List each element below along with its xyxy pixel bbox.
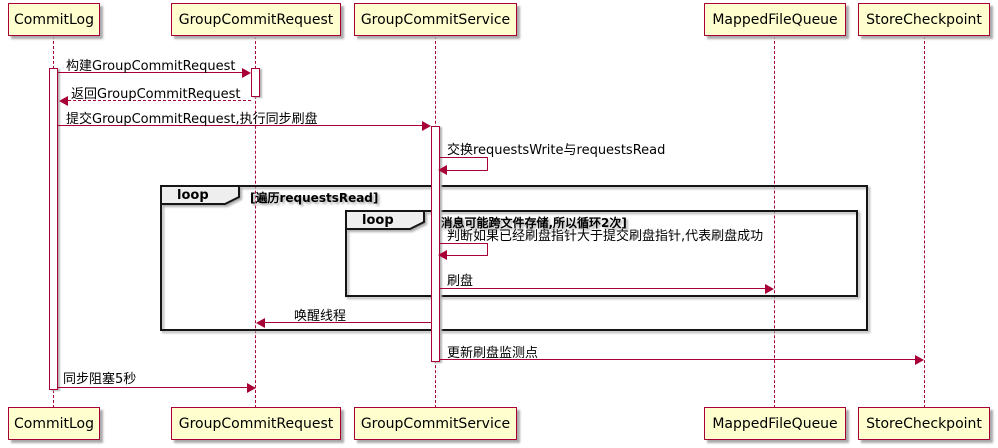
participant-label: StoreCheckpoint	[866, 415, 982, 432]
participant-groupcommitservice-bottom: GroupCommitService	[354, 407, 517, 440]
message-label-submit-request: 提交GroupCommitRequest,执行同步刷盘	[66, 112, 318, 127]
message-arrow	[256, 318, 431, 328]
message-label-return-request: 返回GroupCommitRequest	[71, 87, 241, 102]
self-message-arrow	[438, 243, 488, 260]
message-arrow	[440, 355, 924, 365]
participant-groupcommitservice-top: GroupCommitService	[354, 3, 517, 36]
message-arrow	[58, 121, 431, 131]
loop-operator-label: loop	[362, 213, 394, 228]
participant-label: GroupCommitService	[360, 415, 511, 432]
activation-groupcommitrequest	[251, 68, 260, 97]
message-label-update-checkpoint: 更新刷盘监测点	[447, 346, 539, 361]
message-label-check-flush-pointer: 判断如果已经刷盘指针大于提交刷盘指针,代表刷盘成功	[447, 229, 764, 244]
message-arrow-return	[59, 96, 251, 106]
participant-storecheckpoint-bottom: StoreCheckpoint	[858, 407, 990, 440]
participant-mappedfilequeue-top: MappedFileQueue	[704, 3, 846, 36]
participant-commitlog-top: CommitLog	[8, 3, 100, 36]
participant-label: CommitLog	[13, 11, 94, 28]
loop-condition-outer: [遍历requestsRead]	[250, 191, 379, 205]
loop-condition-inner: [消息可能跨文件存储,所以循环2次]	[435, 216, 627, 230]
message-arrow	[440, 284, 774, 294]
lifeline-storecheckpoint	[924, 36, 925, 408]
participant-label: CommitLog	[13, 415, 94, 432]
lifeline-mappedfilequeue	[774, 36, 775, 408]
message-arrow	[58, 383, 256, 393]
participant-label: MappedFileQueue	[712, 415, 838, 432]
participant-label: GroupCommitRequest	[178, 11, 334, 28]
message-label-flush-disk: 刷盘	[447, 274, 474, 289]
loop-tab-icon	[160, 185, 240, 205]
arrowhead-left-icon	[438, 250, 447, 260]
self-message-arrow	[438, 157, 488, 175]
loop-operator-label: loop	[177, 188, 209, 203]
lifeline-groupcommitrequest	[255, 36, 256, 408]
arrowhead-right-icon	[915, 355, 924, 365]
participant-mappedfilequeue-bottom: MappedFileQueue	[704, 407, 846, 440]
participant-commitlog-bottom: CommitLog	[8, 407, 100, 440]
participant-label: MappedFileQueue	[712, 11, 838, 28]
message-arrow	[58, 68, 251, 78]
arrowhead-left-icon	[59, 96, 68, 106]
participant-groupcommitrequest-bottom: GroupCommitRequest	[171, 407, 341, 440]
message-label-build-request: 构建GroupCommitRequest	[66, 59, 236, 74]
arrowhead-left-icon	[256, 318, 265, 328]
loop-tab-icon	[345, 210, 425, 230]
activation-groupcommitservice	[431, 126, 440, 362]
arrowhead-right-icon	[422, 121, 431, 131]
activation-commitlog	[49, 68, 58, 390]
loop-frame-outer: loop [遍历requestsRead]	[160, 185, 868, 331]
arrowhead-right-icon	[765, 284, 774, 294]
participant-label: GroupCommitService	[360, 11, 511, 28]
participant-groupcommitrequest-top: GroupCommitRequest	[171, 3, 341, 36]
arrowhead-right-icon	[242, 68, 251, 78]
participant-label: GroupCommitRequest	[178, 415, 334, 432]
participant-storecheckpoint-top: StoreCheckpoint	[858, 3, 990, 36]
participant-label: StoreCheckpoint	[866, 11, 982, 28]
arrowhead-left-icon	[438, 165, 447, 175]
message-label-swap-requests: 交换requestsWrite与requestsRead	[447, 143, 666, 158]
message-label-sync-block: 同步阻塞5秒	[63, 372, 137, 387]
arrowhead-right-icon	[247, 383, 256, 393]
message-label-wake-thread: 唤醒线程	[294, 309, 347, 324]
loop-frame-inner: loop [消息可能跨文件存储,所以循环2次]	[345, 210, 858, 297]
